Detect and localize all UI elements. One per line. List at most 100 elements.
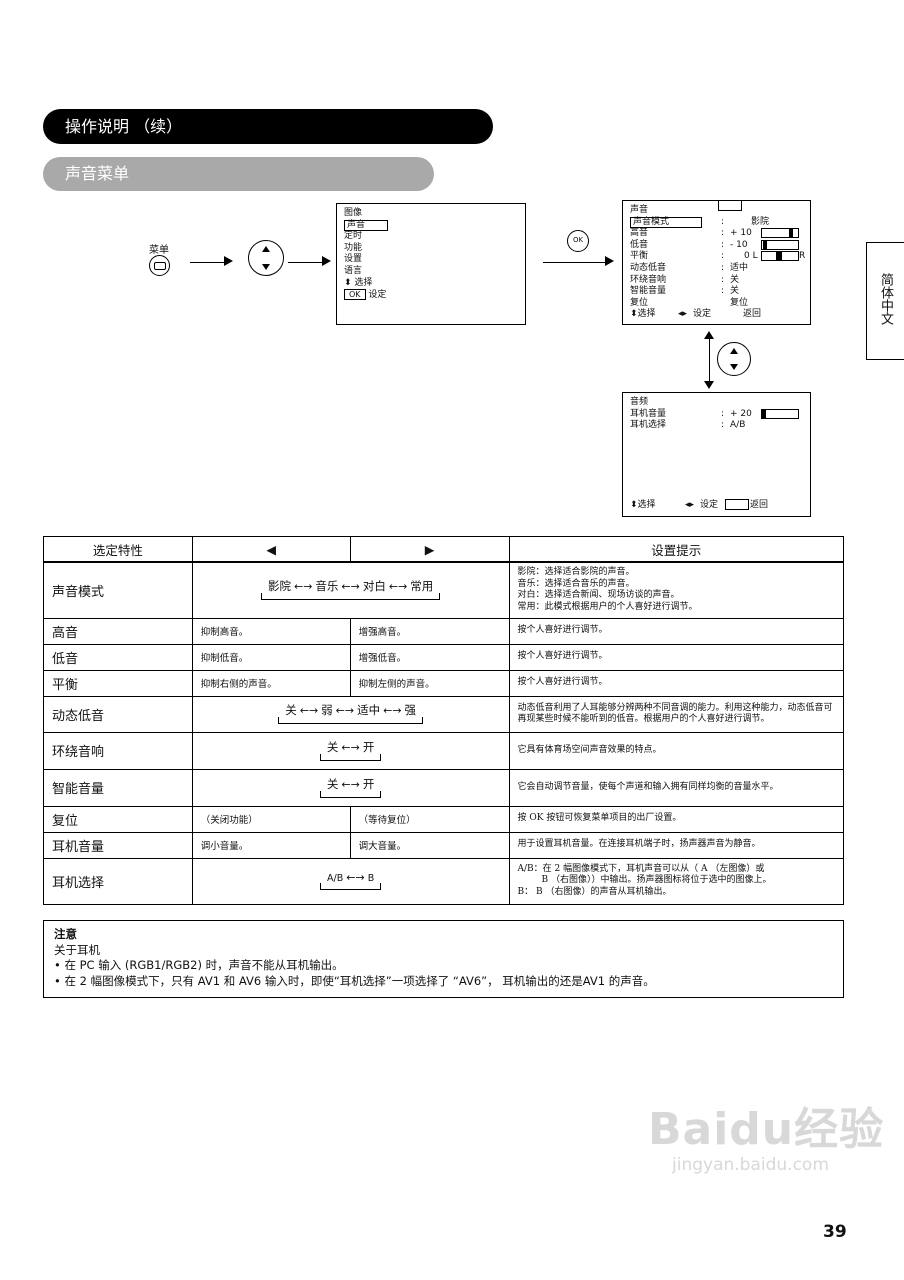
right-action-cell: 调大音量。 — [349, 831, 510, 859]
header-left: ◀ — [191, 536, 351, 563]
flow-arrow-2 — [288, 262, 324, 263]
tip-cell: 按个人喜好进行调节。 — [508, 617, 845, 645]
settings-table: 选定特性 ◀ ▶ 设置提示 声音模式 影院←→音乐←→对白←→常用 影院：选择适… — [43, 536, 845, 905]
up-down-icon: ⬍ — [630, 500, 638, 511]
cycle-option: 弱 — [318, 703, 336, 717]
left-action-cell: 抑制高音。 — [191, 617, 351, 645]
menu-item-setup: 设置 — [344, 254, 363, 265]
tip-cell: A/B：在 2 幅图像模式下，耳机声音可以从（ A （左图像）或 B （右图像）… — [508, 857, 845, 905]
notes-item: • 在 2 幅图像模式下，只有 AV1 和 AV6 输入时，即使“耳机选择”一项… — [54, 973, 655, 988]
cycle-option: 关 — [323, 776, 342, 791]
cycle-option: B — [364, 873, 378, 884]
tip-cell: 用于设置耳机音量。在连接耳机端子时，扬声器声音为静音。 — [508, 831, 845, 859]
table-row: 平衡 抑制右侧的声音。 抑制左侧的声音。 按个人喜好进行调节。 — [43, 669, 845, 697]
sound-mode-cycle: 影院←→音乐←→对白←→常用 — [260, 578, 441, 602]
flow-arrow-1 — [190, 262, 226, 263]
left-action-cell: 抑制低音。 — [191, 643, 351, 671]
cycle-option: 开 — [359, 776, 378, 791]
up-down-icon: ⬍ — [344, 277, 352, 288]
select-hint: 选择 — [637, 500, 656, 511]
balance-bar — [761, 251, 799, 262]
subsection-title: 声音菜单 — [65, 164, 130, 183]
bass-label: 低音 — [630, 239, 649, 250]
sound-mode-value: 影院 — [751, 216, 770, 227]
bass-value: - 10 — [730, 239, 748, 250]
baidu-watermark-url: jingyan.baidu.com — [672, 1155, 829, 1175]
section-title: 操作说明 （续） — [65, 117, 183, 136]
treble-bar — [761, 228, 799, 239]
tip-cell: 按个人喜好进行调节。 — [508, 643, 845, 671]
surround-label: 环绕音响 — [630, 274, 667, 285]
feature-cell: 环绕音响 — [43, 731, 193, 770]
cycle-cell: A/B←→B — [191, 857, 510, 905]
bass-bar — [761, 239, 799, 250]
feature-cell: 低音 — [43, 643, 193, 671]
tip-cell: 动态低音利用了人耳能够分辨两种不同音调的能力。利用这种能力，动态低音可再现某些时… — [508, 695, 845, 733]
feature-cell: 平衡 — [43, 669, 193, 697]
feature-cell: 声音模式 — [43, 561, 193, 619]
cycle-cell: 关←→开 — [191, 731, 510, 770]
feature-cell: 高音 — [43, 617, 193, 645]
left-right-icon: ◂▸ — [678, 309, 688, 320]
menu-item-timer: 定时 — [344, 231, 363, 242]
tip-cell: 它会自动调节音量，使每个声道和输入拥有同样均衡的音量水平。 — [508, 768, 845, 807]
smart-volume-value: 关 — [730, 286, 740, 297]
headphone-volume-value: + 20 — [730, 408, 752, 419]
feature-cell: 耳机选择 — [43, 857, 193, 905]
ok-button-label: OK — [572, 236, 584, 244]
dynamic-bass-cycle: 关←→弱←→适中←→强 — [278, 702, 424, 726]
treble-value: + 10 — [730, 228, 752, 239]
notes-title: 注意 — [54, 927, 77, 941]
flow-arrowhead-1 — [224, 256, 233, 266]
flow-arrow-3 — [543, 262, 607, 263]
menu-item-picture: 图像 — [344, 208, 363, 218]
menu-button-label: 菜单 — [149, 245, 169, 256]
feature-cell: 动态低音 — [43, 695, 193, 733]
sound-menu-title: 声音 — [630, 205, 649, 215]
return-button-icon — [718, 200, 742, 211]
back-hint: 返回 — [750, 500, 769, 511]
feature-cell: 复位 — [43, 805, 193, 833]
headphone-select-label: 耳机选择 — [630, 420, 667, 431]
tip-line: 对白：选择适合新闻、现场访谈的声音。 — [517, 590, 680, 601]
cycle-option: 对白 — [359, 579, 389, 594]
menu-item-sound-selected: 声音 — [344, 219, 388, 231]
select-hint: 选择 — [354, 277, 373, 288]
table-row: 耳机选择 A/B←→B A/B：在 2 幅图像模式下，耳机声音可以从（ A （左… — [43, 857, 845, 905]
vertical-arrowhead-up — [704, 331, 714, 339]
reset-label: 复位 — [630, 297, 649, 308]
reset-value: 复位 — [730, 297, 749, 308]
language-side-tab-label: 简体中文 — [878, 273, 893, 325]
headphone-select-value: A/B — [730, 420, 746, 431]
vertical-flow-arrow — [709, 336, 710, 382]
return-button-icon — [725, 499, 749, 511]
balance-right-label: R — [799, 251, 806, 262]
cycle-option: 音乐 — [312, 579, 342, 594]
tip-line: 常用：此模式根据用户的个人喜好进行调节。 — [517, 601, 698, 612]
up-down-dpad-icon-2 — [717, 342, 751, 376]
tip-cell: 按 OK 按钮可恢复菜单项目的出厂设置。 — [508, 805, 845, 833]
headphone-select-cycle: A/B←→B — [320, 871, 382, 892]
menu-item-language: 语言 — [344, 265, 363, 276]
balance-value: 0 L — [744, 251, 758, 262]
surround-value: 关 — [730, 274, 740, 285]
tip-line: A/B：在 2 幅图像模式下，耳机声音可以从（ A （左图像）或 — [517, 863, 765, 874]
balance-label: 平衡 — [630, 251, 649, 262]
table-row: 复位 （关闭功能） （等待复位） 按 OK 按钮可恢复菜单项目的出厂设置。 — [43, 805, 845, 833]
cycle-option: 关 — [323, 739, 342, 754]
set-hint: 设定 — [700, 500, 719, 511]
cycle-option: 影院 — [264, 579, 294, 594]
dynamic-bass-value: 适中 — [730, 262, 749, 273]
flow-arrowhead-2 — [322, 256, 331, 266]
table-row: 低音 抑制低音。 增强低音。 按个人喜好进行调节。 — [43, 643, 845, 671]
left-action-cell: 调小音量。 — [191, 831, 351, 859]
tip-line: B （右图像））中输出。扬声器图标将位于选中的图像上。 — [541, 875, 772, 886]
set-hint: 设定 — [693, 309, 712, 320]
tip-cell: 影院：选择适合影院的声音。 音乐：选择适合音乐的声音。 对白：选择适合新闻、现场… — [508, 561, 845, 619]
header-feature: 选定特性 — [43, 536, 193, 563]
cycle-option: 开 — [359, 739, 378, 754]
up-down-dpad-icon — [248, 240, 284, 276]
notes-box: 注意 关于耳机 • 在 PC 输入 (RGB1/RGB2) 时，声音不能从耳机输… — [43, 920, 844, 998]
table-row: 高音 抑制高音。 增强高音。 按个人喜好进行调节。 — [43, 617, 845, 645]
